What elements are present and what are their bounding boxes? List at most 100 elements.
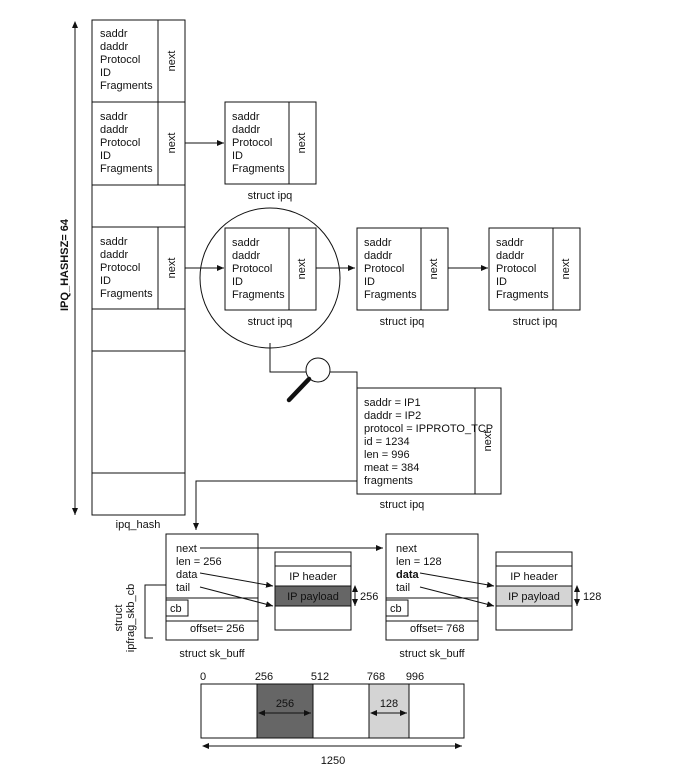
struct-ipq-label: struct ipq	[513, 316, 558, 328]
struct-sk-buff-label: struct sk_buff	[179, 648, 245, 660]
offset-bar: 0 256 512 768 996 256 128 1250	[200, 671, 465, 767]
segment-1	[256, 683, 314, 739]
skb-tail: tail	[396, 582, 410, 594]
field-daddr: daddr	[100, 249, 128, 261]
field-saddr: saddr	[232, 237, 260, 249]
struct-sk-buff-label: struct sk_buff	[399, 648, 465, 660]
hash-size-label: IPQ_HASHSZ= 64	[59, 218, 71, 311]
struct-ipq-detail: saddr = IP1 daddr = IP2 protocol = IPPRO…	[356, 387, 502, 511]
tick-label: 512	[311, 671, 329, 683]
skb-offset: offset= 768	[410, 623, 465, 635]
hash-entry-2: saddr daddr Protocol ID Fragments next	[100, 111, 178, 175]
tail-pointer	[199, 586, 274, 608]
struct-ipq-label: struct ipq	[380, 499, 425, 511]
next-label: next	[166, 258, 178, 279]
skb-next: next	[176, 543, 197, 555]
struct-ipq-d: saddr daddr Protocol ID Fragments next s…	[488, 227, 581, 328]
field-id: ID	[232, 276, 243, 288]
field-fragments: Fragments	[496, 289, 549, 301]
detail-saddr: saddr = IP1	[364, 397, 421, 409]
ip-payload-label: IP payload	[287, 591, 339, 603]
field-saddr: saddr	[100, 111, 128, 123]
zoom-connector	[330, 371, 358, 388]
struct-ipq-label: struct ipq	[248, 316, 293, 328]
skb-data: data	[176, 569, 198, 581]
tick-label: 768	[367, 671, 385, 683]
field-id: ID	[100, 67, 111, 79]
struct-ipq-b: saddr daddr Protocol ID Fragments next s…	[224, 227, 317, 328]
struct-ipq-label: struct ipq	[248, 190, 293, 202]
field-daddr: daddr	[232, 250, 260, 262]
magnifying-glass-icon	[286, 357, 331, 403]
field-daddr: daddr	[100, 124, 128, 136]
detail-meat: meat = 384	[364, 462, 419, 474]
field-id: ID	[496, 276, 507, 288]
tail-pointer	[419, 586, 495, 608]
field-daddr: daddr	[100, 41, 128, 53]
field-daddr: daddr	[232, 124, 260, 136]
struct-ipq-label: struct ipq	[380, 316, 425, 328]
struct-cb-label: struct	[113, 605, 125, 632]
segment-1-label: 256	[276, 698, 294, 710]
field-daddr: daddr	[364, 250, 392, 262]
next-label: next	[166, 133, 178, 154]
hash-entry-1: saddr daddr Protocol ID Fragments next	[100, 28, 178, 92]
field-saddr: saddr	[232, 111, 260, 123]
data-pointer	[419, 572, 495, 588]
field-protocol: Protocol	[364, 263, 404, 275]
field-saddr: saddr	[100, 236, 128, 248]
detail-protocol: protocol = IPPROTO_TCP	[364, 423, 493, 435]
ip-header-label: IP header	[289, 571, 337, 583]
skb-tail: tail	[176, 582, 190, 594]
field-protocol: Protocol	[232, 263, 272, 275]
skb-cb: cb	[170, 603, 182, 615]
payload-size-label: 256	[360, 591, 378, 603]
field-id: ID	[364, 276, 375, 288]
ip-header-label: IP header	[510, 571, 558, 583]
segment-2-label: 128	[380, 698, 398, 710]
total-label: 1250	[321, 755, 345, 767]
skb-offset: offset= 256	[190, 623, 245, 635]
sk-buff-1: next len = 256 data tail cb offset= 256 …	[165, 533, 259, 660]
skb-data: data	[396, 569, 420, 581]
skb-len: len = 256	[176, 556, 222, 568]
next-label: next	[428, 259, 440, 280]
field-protocol: Protocol	[232, 137, 272, 149]
ip-payload-label: IP payload	[508, 591, 560, 603]
hash-entry-3: saddr daddr Protocol ID Fragments next	[100, 236, 178, 300]
detail-daddr: daddr = IP2	[364, 410, 421, 422]
field-protocol: Protocol	[100, 137, 140, 149]
field-fragments: Fragments	[232, 163, 285, 175]
payload-size-label: 128	[583, 591, 601, 603]
next-label: next	[560, 259, 572, 280]
field-protocol: Protocol	[100, 54, 140, 66]
struct-cb-label: ipfrag_skb_cb	[125, 584, 137, 653]
field-saddr: saddr	[496, 237, 524, 249]
cb-bracket	[144, 584, 153, 639]
field-protocol: Protocol	[496, 263, 536, 275]
packet-2: IP header IP payload 128	[495, 551, 601, 631]
detail-fragments: fragments	[364, 475, 413, 487]
field-protocol: Protocol	[100, 262, 140, 274]
skb-len: len = 128	[396, 556, 442, 568]
ipq-hash-table	[91, 19, 186, 516]
field-fragments: Fragments	[100, 288, 153, 300]
next-label: next	[166, 51, 178, 72]
data-pointer	[199, 572, 274, 588]
hash-table-label: ipq_hash	[116, 519, 161, 531]
next-label: next	[296, 133, 308, 154]
field-saddr: saddr	[364, 237, 392, 249]
field-saddr: saddr	[100, 28, 128, 40]
packet-1: IP header IP payload 256	[274, 551, 378, 631]
detail-id: id = 1234	[364, 436, 410, 448]
field-fragments: Fragments	[100, 163, 153, 175]
field-id: ID	[100, 275, 111, 287]
skb-cb: cb	[390, 603, 402, 615]
field-id: ID	[100, 150, 111, 162]
zoom-connector	[269, 343, 306, 373]
field-fragments: Fragments	[232, 289, 285, 301]
next-label: next	[482, 431, 494, 452]
struct-ipq-c: saddr daddr Protocol ID Fragments next s…	[356, 227, 449, 328]
fragments-arrow	[193, 480, 357, 530]
